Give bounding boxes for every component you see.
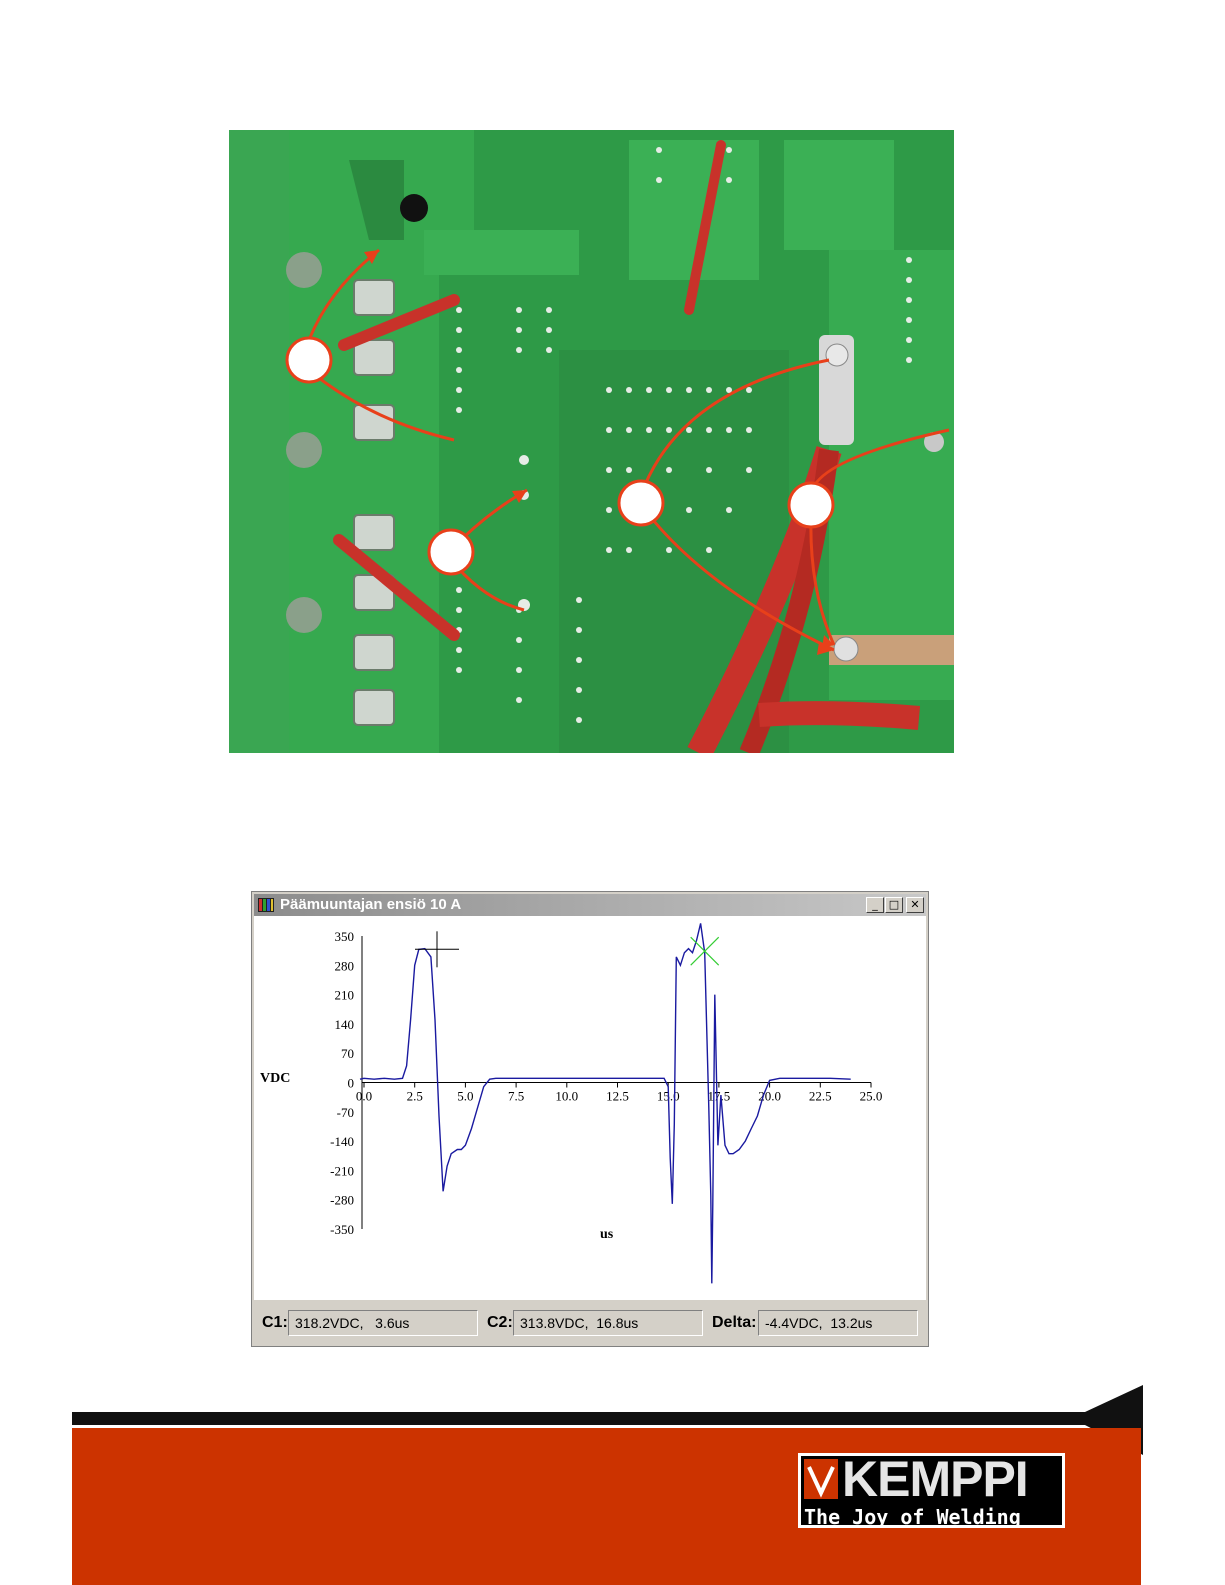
x-tick-label: 12.5 <box>606 1089 629 1104</box>
window-titlebar[interactable]: Päämuuntajan ensiö 10 A _ □ ✕ <box>254 894 926 916</box>
y-tick-label: -140 <box>330 1134 354 1149</box>
callout-2 <box>429 530 473 574</box>
minimize-button[interactable]: _ <box>866 897 884 913</box>
close-button[interactable]: ✕ <box>906 897 924 913</box>
y-tick-label: -70 <box>337 1105 354 1120</box>
pcb-photo <box>229 130 954 753</box>
x-tick-label: 5.0 <box>457 1089 473 1104</box>
app-chart-icon <box>258 898 274 912</box>
y-tick-label: -210 <box>330 1163 354 1178</box>
waveform-chart: 350 280 210 140 70 0 -70 -140 -210 -280 -350 0.0 2.… <box>254 916 926 1300</box>
status-bar: C1: 318.2VDC, 3.6us C2: 313.8VDC, 16.8us… <box>254 1302 926 1342</box>
y-tick-label: 350 <box>335 929 355 944</box>
c1-readout: 318.2VDC, 3.6us <box>288 1310 478 1336</box>
y-tick-label: 140 <box>335 1017 355 1032</box>
x-tick-label: 25.0 <box>860 1089 883 1104</box>
window-title: Päämuuntajan ensiö 10 A <box>280 896 461 914</box>
x-tick-label: 17.5 <box>708 1089 731 1104</box>
logo-slogan: The Joy of Welding <box>804 1506 1021 1528</box>
x-tick-label: 7.5 <box>508 1089 524 1104</box>
c2-label: C2: <box>487 1314 513 1332</box>
y-tick-label: -280 <box>330 1193 354 1208</box>
callout-1 <box>287 338 331 382</box>
x-tick-label: 0.0 <box>356 1089 372 1104</box>
y-tick-label: 280 <box>335 958 355 973</box>
x-tick-label: 2.5 <box>407 1089 423 1104</box>
x-tick-label: 22.5 <box>809 1089 832 1104</box>
callout-3 <box>619 481 663 525</box>
y-tick-label: 70 <box>341 1046 354 1061</box>
logo-name: KEMPPI <box>842 1454 1028 1504</box>
callout-4 <box>789 483 833 527</box>
x-axis-label: us <box>600 1227 614 1242</box>
y-tick-label: 210 <box>335 988 355 1003</box>
delta-readout: -4.4VDC, 13.2us <box>758 1310 918 1336</box>
c2-readout: 313.8VDC, 16.8us <box>513 1310 703 1336</box>
maximize-button[interactable]: □ <box>885 897 903 913</box>
y-tick-label: -350 <box>330 1222 354 1237</box>
y-axis-label: VDC <box>260 1071 290 1086</box>
c1-label: C1: <box>262 1314 288 1332</box>
oscilloscope-window: Päämuuntajan ensiö 10 A _ □ ✕ 350 280 210 1… <box>251 891 929 1347</box>
x-tick-label: 10.0 <box>555 1089 578 1104</box>
delta-label: Delta: <box>712 1314 756 1332</box>
y-tick-label: 0 <box>348 1076 355 1091</box>
